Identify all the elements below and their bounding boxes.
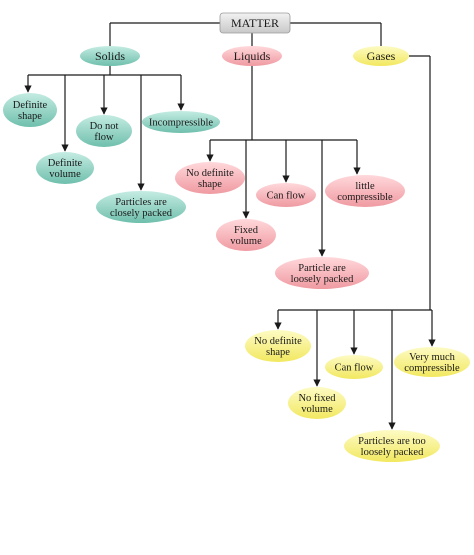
liquids-property-label: No definite bbox=[186, 168, 234, 179]
solids-property-node: Incompressible bbox=[142, 111, 220, 133]
liquids-property-label: Can flow bbox=[267, 190, 306, 201]
solids-label: Solids bbox=[95, 49, 125, 63]
gases-property-label: shape bbox=[266, 347, 290, 358]
liquids-property-label: loosely packed bbox=[291, 274, 354, 285]
liquids-property-label: compressible bbox=[337, 192, 393, 203]
solids-property-label: Definite bbox=[13, 100, 48, 111]
solids-property-label: Particles are bbox=[115, 197, 167, 208]
liquids-property-label: little bbox=[355, 181, 375, 192]
solids-property-label: Do not bbox=[90, 121, 119, 132]
solids-property-label: flow bbox=[94, 132, 114, 143]
gases-property-label: No definite bbox=[254, 336, 302, 347]
solids-property-label: Definite bbox=[48, 158, 83, 169]
liquids-property-label: Fixed bbox=[234, 225, 259, 236]
liquids-label: Liquids bbox=[234, 49, 271, 63]
liquids-property-label: shape bbox=[198, 179, 222, 190]
category-node-liquids: Liquids bbox=[222, 46, 282, 66]
gases-label: Gases bbox=[367, 49, 396, 63]
root-node-matter: MATTER bbox=[219, 12, 291, 34]
gases-property-label: Very much bbox=[409, 352, 456, 363]
liquids-property-label: volume bbox=[230, 236, 262, 247]
gases-property-label: No fixed bbox=[298, 393, 336, 404]
solids-property-label: Incompressible bbox=[149, 117, 213, 128]
category-node-solids: Solids bbox=[80, 46, 140, 66]
gases-property-label: Can flow bbox=[335, 362, 374, 373]
root-label: MATTER bbox=[231, 16, 279, 30]
diagram-nodes: MATTERSolidsDefiniteshapeDefinitevolumeD… bbox=[3, 12, 470, 462]
solids-property-label: closely packed bbox=[110, 208, 173, 219]
gases-property-label: loosely packed bbox=[361, 447, 424, 458]
category-node-gases: Gases bbox=[353, 46, 409, 66]
gases-property-label: Particles are too bbox=[358, 436, 426, 447]
gases-property-node: Can flow bbox=[325, 355, 383, 379]
solids-property-label: volume bbox=[49, 169, 81, 180]
gases-property-label: compressible bbox=[404, 363, 460, 374]
gases-property-label: volume bbox=[301, 404, 333, 415]
liquids-property-node: Can flow bbox=[256, 183, 316, 207]
solids-property-label: shape bbox=[18, 111, 42, 122]
connector-lines bbox=[24, 22, 436, 430]
liquids-property-label: Particle are bbox=[298, 263, 346, 274]
